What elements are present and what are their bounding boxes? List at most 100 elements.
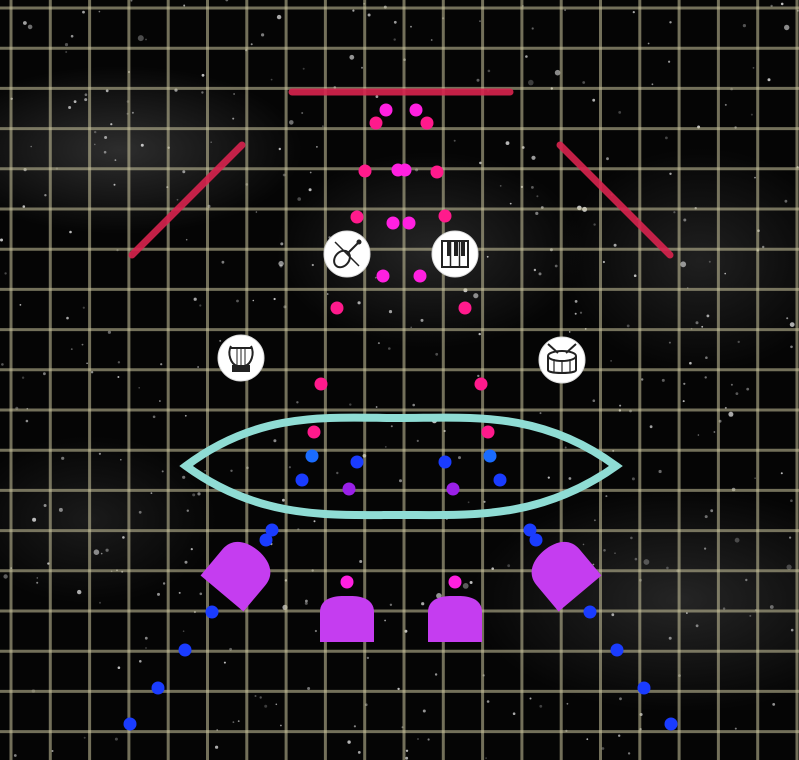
star (784, 24, 790, 31)
hit-pad-center-right[interactable] (428, 596, 482, 642)
star (786, 564, 792, 570)
star (81, 343, 84, 346)
star (77, 589, 82, 595)
note (205, 605, 219, 619)
note (358, 164, 372, 178)
star (536, 195, 539, 198)
star (144, 636, 148, 640)
star (606, 157, 609, 161)
star (505, 141, 510, 146)
star (531, 186, 534, 189)
star (574, 312, 577, 315)
lane-guides (128, 88, 674, 259)
star (99, 601, 101, 604)
star (58, 507, 63, 512)
star (93, 549, 100, 555)
star (434, 673, 438, 676)
star (347, 740, 351, 744)
star (375, 95, 379, 98)
star (82, 306, 85, 309)
star (683, 382, 686, 385)
star (193, 297, 197, 301)
note (446, 482, 460, 496)
star (554, 69, 561, 76)
star (767, 78, 771, 82)
star (384, 619, 386, 622)
judgement-ring (179, 413, 623, 520)
star (367, 13, 371, 17)
star (25, 419, 29, 423)
star (689, 361, 692, 365)
star (43, 372, 46, 376)
hit-pad-center-left[interactable] (320, 596, 374, 642)
star (225, 0, 229, 2)
star (735, 392, 739, 395)
star (683, 218, 687, 222)
star (275, 703, 278, 706)
star (61, 456, 65, 460)
instrument-button-lyre[interactable] (217, 334, 265, 382)
note (481, 425, 495, 439)
star (104, 136, 108, 139)
star (236, 299, 239, 303)
star (627, 752, 631, 755)
star (94, 143, 96, 146)
star (280, 724, 282, 727)
star (185, 238, 188, 241)
star (487, 69, 491, 73)
star (754, 176, 756, 179)
star (780, 2, 784, 6)
hit-pad-right[interactable] (523, 533, 602, 612)
instrument-button-violin[interactable] (323, 230, 371, 278)
star (336, 471, 339, 475)
star (27, 24, 33, 30)
star (706, 314, 710, 318)
star (182, 475, 186, 479)
note (340, 575, 354, 589)
star (105, 548, 109, 552)
star (790, 345, 793, 349)
note (664, 717, 678, 731)
star (321, 125, 324, 128)
star (388, 347, 391, 350)
star (564, 446, 567, 449)
star (230, 469, 233, 472)
star (705, 356, 708, 360)
hit-pad-left[interactable] (200, 533, 280, 612)
note (350, 455, 364, 469)
note (523, 523, 537, 537)
star (278, 147, 281, 151)
star (641, 378, 644, 381)
star (790, 499, 793, 503)
star (182, 170, 186, 174)
star (405, 756, 409, 760)
star (666, 566, 669, 570)
star (613, 243, 617, 247)
star (568, 331, 571, 333)
instrument-button-piano[interactable] (431, 230, 479, 278)
star (30, 145, 32, 148)
star (176, 198, 179, 201)
star (69, 230, 72, 234)
note (438, 209, 452, 223)
star (82, 10, 85, 14)
instrument-button-drum[interactable] (538, 336, 586, 384)
note (493, 473, 507, 487)
star (162, 582, 166, 585)
note (637, 681, 651, 695)
lane-guide-left (128, 141, 246, 259)
note (123, 717, 137, 731)
star (633, 274, 637, 278)
star (680, 261, 687, 268)
star (416, 439, 419, 442)
star (525, 55, 528, 58)
star (531, 27, 534, 30)
star (566, 702, 569, 705)
star (107, 330, 111, 334)
note (529, 533, 543, 547)
star (531, 155, 536, 160)
star (326, 293, 329, 295)
star (150, 492, 153, 494)
star (651, 83, 654, 86)
